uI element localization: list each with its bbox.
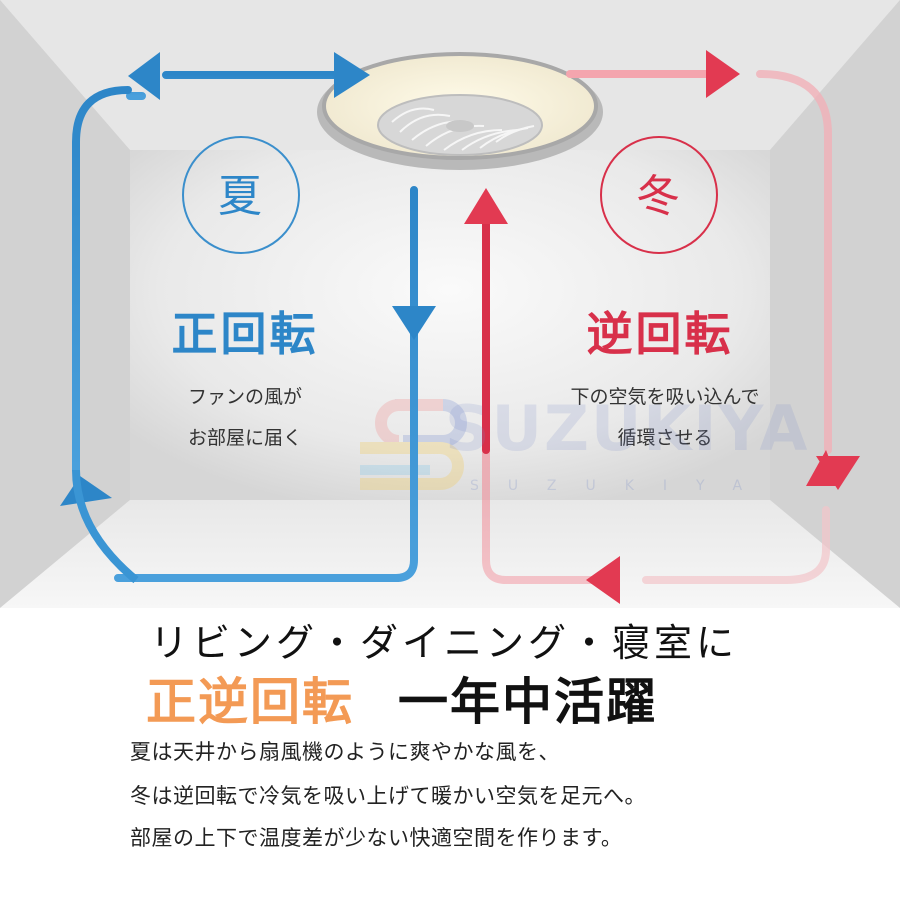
tagline-main: 一年中活躍	[398, 672, 658, 731]
summer-airflow-arrows	[72, 71, 418, 582]
winter-season-label: 冬	[636, 171, 680, 222]
summer-description-line: ファンの風が	[187, 386, 302, 408]
body-text-line: 夏は天井から扇風機のように爽やかな風を、	[130, 740, 560, 764]
winter-rotation-title: 逆回転	[586, 307, 734, 361]
body-text-line: 部屋の上下で温度差が少ない快適空間を作ります。	[130, 826, 623, 850]
winter-description-line: 循環させる	[617, 427, 713, 449]
winter-description-line: 下の空気を吸い込んで	[570, 386, 760, 408]
summer-circle-icon	[182, 136, 300, 254]
brand-watermark-subtext: SUZUKIYA	[470, 478, 772, 494]
summer-season-label: 夏	[218, 171, 262, 222]
winter-arrowheads	[464, 50, 860, 604]
room-headline: リビング・ダイニング・寝室に	[150, 621, 739, 665]
room-background	[0, 0, 900, 608]
winter-circle-icon	[600, 136, 718, 254]
body-text-line: 冬は逆回転で冷気を吸い上げて暖かい空気を足元へ。	[130, 784, 646, 808]
summer-arrowheads	[60, 52, 436, 506]
watermark-logo-icon	[360, 399, 467, 490]
summer-rotation-title: 正回転	[171, 307, 319, 361]
winter-airflow-arrows	[482, 70, 832, 584]
tagline-accent: 正逆回転	[146, 673, 354, 731]
brand-watermark: SUZUKIYA	[445, 392, 810, 465]
summer-description-line: お部屋に届く	[187, 427, 302, 449]
ceiling-fan-image	[317, 52, 603, 170]
room-illustration: 夏 冬 正回転 逆回転 ファンの風が お部屋に届く 下の空気を吸い込んで 循環さ…	[0, 0, 900, 608]
